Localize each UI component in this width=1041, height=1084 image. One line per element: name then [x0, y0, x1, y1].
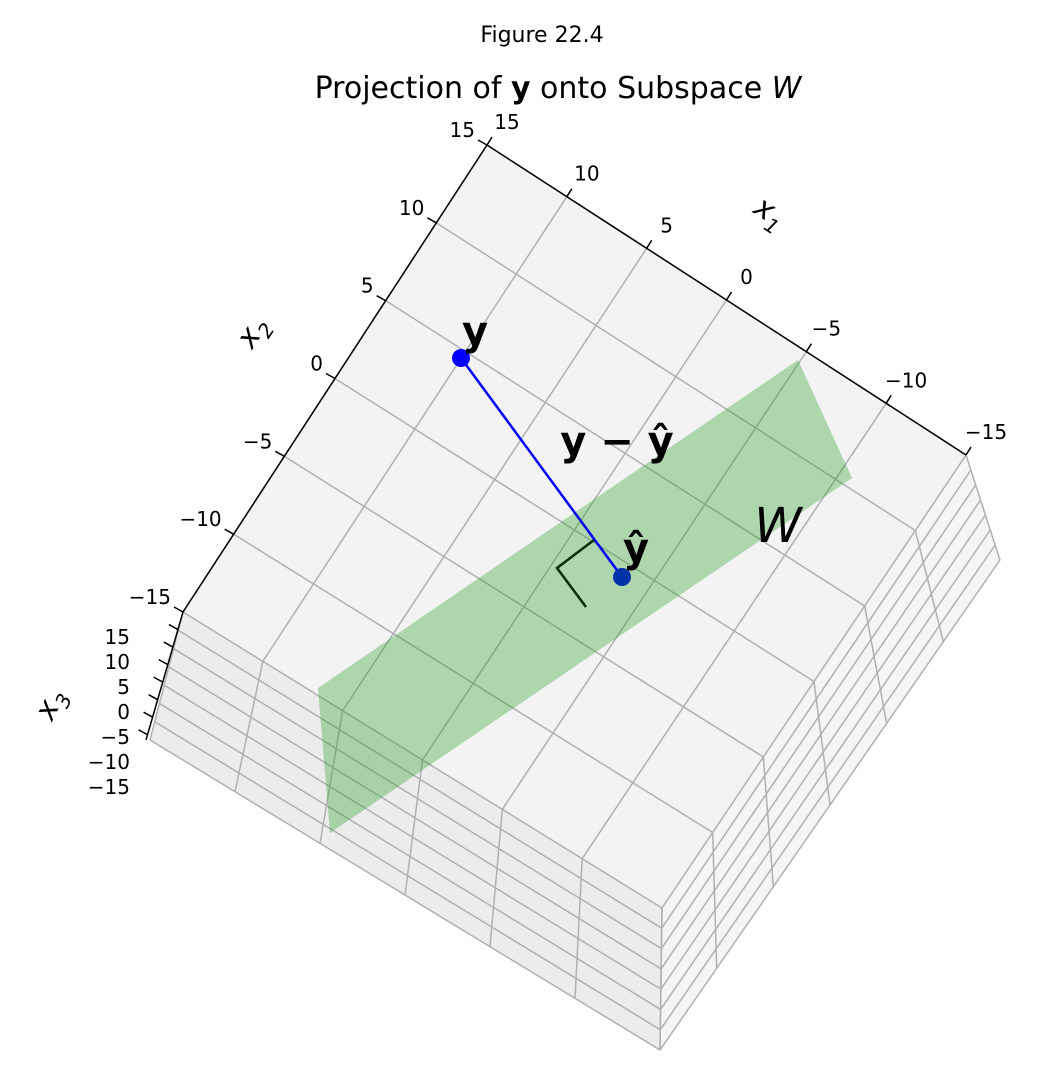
tick-label-x1: 15 [494, 110, 519, 134]
tick-label-x3: −15 [88, 775, 130, 799]
gridline-x1-side [234, 661, 264, 792]
tick-x3 [143, 711, 153, 718]
tick-x3 [153, 676, 164, 683]
point-y-hat [613, 568, 631, 586]
label-w: W [754, 498, 803, 554]
pane-x1-side [150, 612, 662, 1050]
tick-label-x2: −5 [243, 429, 272, 453]
tick-label-x3: 15 [105, 625, 130, 649]
gridline-x2-side [659, 907, 663, 1051]
tick-label-x3: 5 [117, 675, 130, 699]
gridline-x1-side [489, 809, 504, 947]
tick-x1 [885, 394, 892, 404]
tick-label-x3: −10 [88, 750, 130, 774]
gridline-x2-side [965, 454, 1001, 561]
label-y-hat: ŷ [623, 526, 649, 572]
pane-floor [183, 145, 966, 908]
pane-x2-side [660, 455, 1000, 1050]
tick-x3 [138, 729, 148, 736]
gridline-x2-side [762, 756, 775, 887]
tick-label-x3: 10 [105, 650, 130, 674]
gridline-x2-side [813, 681, 831, 806]
axis-label-x2: x2 [229, 310, 280, 358]
gridline-x2-side [711, 832, 718, 969]
tick-x2 [426, 217, 437, 224]
tick-label-x2: 5 [361, 274, 374, 298]
tick-label-x2: 15 [450, 118, 475, 142]
tick-label-x1: −15 [965, 420, 1007, 444]
tick-x1 [566, 188, 573, 198]
tick-x3 [158, 658, 169, 666]
tick-x2 [477, 139, 488, 146]
tick-label-x2: −10 [179, 507, 221, 531]
tick-x2 [376, 295, 387, 302]
tick-x1 [725, 291, 733, 301]
tick-label-x1: 5 [660, 213, 673, 237]
tick-label-x2: 10 [399, 196, 424, 220]
tick-label-x3: 0 [117, 700, 130, 724]
tick-label-x1: −10 [885, 368, 927, 392]
gridline-x2 [182, 611, 663, 909]
gridline-x1-side [574, 858, 583, 999]
tick-x2 [173, 606, 184, 613]
gridline-x1-side [404, 759, 424, 896]
gridline-x2-side [863, 605, 888, 724]
plane-w [318, 360, 852, 833]
tick-label-x2: −15 [129, 585, 171, 609]
tick-x3 [168, 623, 179, 631]
axis-x3 [145, 611, 184, 741]
tick-x2 [224, 528, 235, 535]
gridline-x2 [233, 533, 714, 834]
tick-label-x2: 0 [310, 352, 323, 376]
tick-label-x1: 10 [574, 162, 599, 186]
tick-label-x1: 0 [740, 265, 753, 289]
tick-x1 [486, 136, 493, 146]
label-y: y [462, 309, 488, 355]
residual-line [459, 357, 624, 578]
tick-x3 [163, 641, 174, 648]
point-y [452, 349, 470, 367]
gridline-x1-side [319, 710, 344, 844]
tick-x3 [148, 694, 159, 701]
tick-x1 [805, 343, 812, 353]
label-residual: y − ŷ [560, 419, 674, 465]
tick-label-x3: −5 [101, 725, 130, 749]
tick-x1 [646, 239, 653, 249]
figure-label: Figure 22.4 [480, 23, 603, 48]
axis-label-x1: x1 [744, 189, 792, 240]
chart-title: Projection of y onto Subspace W [315, 71, 803, 106]
tick-x2 [274, 450, 285, 457]
right-angle-marker [555, 539, 595, 608]
tick-x2 [325, 372, 336, 380]
gridline-x2-side [914, 530, 945, 642]
tick-label-x1: −5 [812, 317, 841, 341]
axis-label-x3: x3 [27, 683, 77, 729]
tick-x1 [965, 446, 972, 456]
gridline-x1 [661, 454, 967, 909]
